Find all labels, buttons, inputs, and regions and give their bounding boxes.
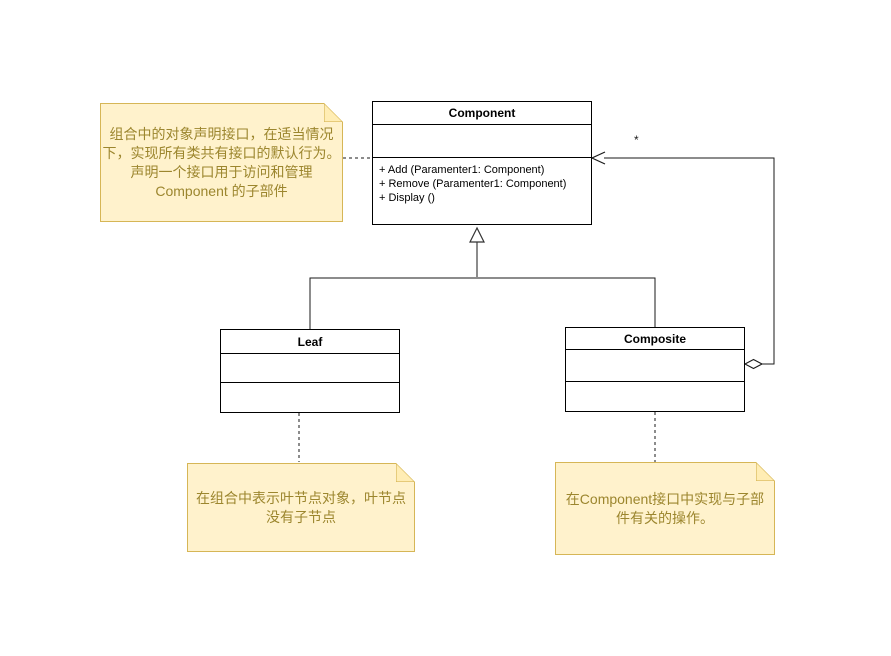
generalization-arrowhead-icon	[469, 226, 485, 243]
folded-corner-icon	[324, 103, 343, 122]
note-component-line: 下，实现所有类共有接口的默认行为。	[102, 144, 341, 161]
generalization-tree-line	[309, 277, 656, 329]
class-title-component: Component	[373, 102, 591, 125]
note-component-line: 组合中的对象声明接口，在适当情况	[109, 125, 334, 142]
class-methods-composite	[566, 382, 744, 411]
note-leaf-line: 在组合中表示叶节点对象，叶节点	[196, 489, 406, 506]
method-add: + Add (Paramenter1: Component)	[379, 164, 545, 176]
class-methods-leaf	[221, 383, 399, 412]
class-attributes-component	[373, 125, 591, 158]
note-component-line: Component 的子部件	[155, 182, 288, 199]
class-title-composite: Composite	[566, 328, 744, 350]
class-title-leaf: Leaf	[221, 330, 399, 354]
aggregation-diamond-icon	[743, 358, 764, 370]
class-attributes-composite	[566, 350, 744, 382]
note-composite-line: 件有关的操作。	[616, 509, 714, 526]
folded-corner-icon	[756, 462, 775, 481]
note-composite-line: 在Component接口中实现与子部	[565, 490, 765, 507]
method-remove: + Remove (Paramenter1: Component)	[379, 178, 567, 190]
note-leaf: 在组合中表示叶节点对象，叶节点 没有子节点	[187, 463, 415, 552]
note-component-line: 声明一个接口用于访问和管理	[130, 163, 313, 180]
note-component: 组合中的对象声明接口，在适当情况 下，实现所有类共有接口的默认行为。 声明一个接…	[100, 103, 343, 222]
class-box-composite: Composite	[565, 327, 745, 412]
open-arrowhead-icon	[590, 151, 606, 165]
folded-corner-icon	[396, 463, 415, 482]
note-composite: 在Component接口中实现与子部 件有关的操作。	[555, 462, 775, 555]
method-display: + Display ()	[379, 192, 435, 204]
multiplicity-label: *	[634, 133, 639, 147]
class-attributes-leaf	[221, 354, 399, 383]
note-leaf-line: 没有子节点	[266, 508, 336, 525]
class-box-component: Component + Add (Paramenter1: Component)…	[372, 101, 592, 225]
class-box-leaf: Leaf	[220, 329, 400, 413]
class-methods-component: + Add (Paramenter1: Component) + Remove …	[373, 158, 591, 224]
